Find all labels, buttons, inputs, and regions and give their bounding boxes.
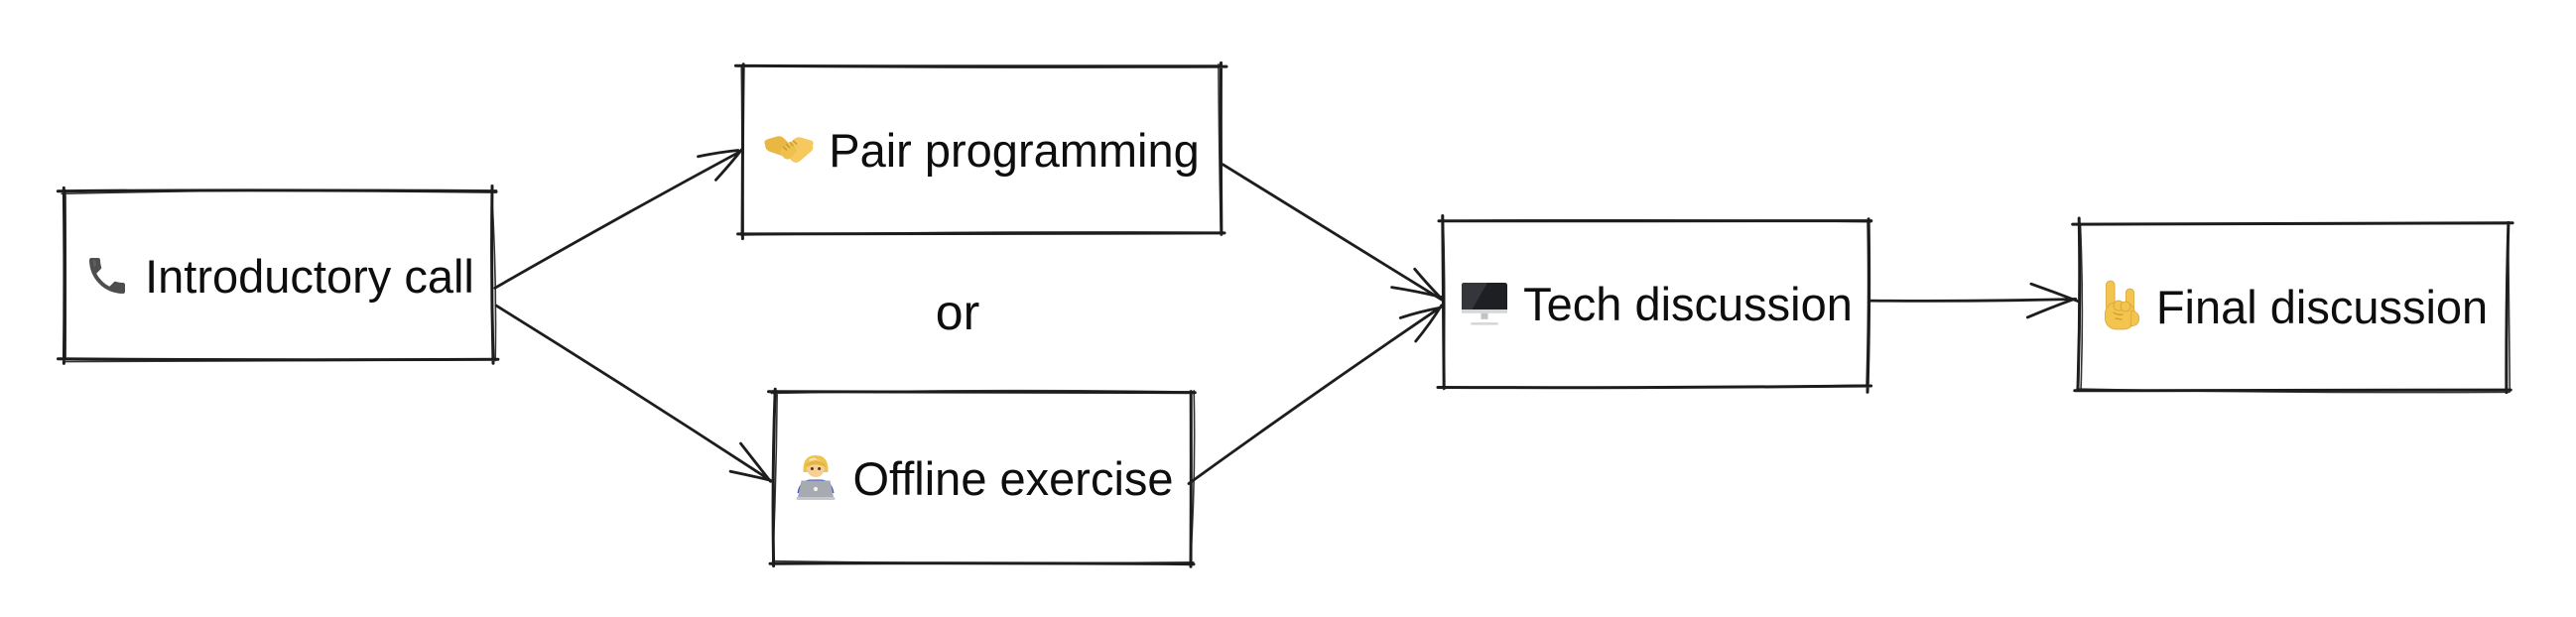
sign-of-horns-icon [2099,280,2142,335]
node-label: Introductory call [145,249,474,303]
technologist-icon [793,453,838,503]
node-label: Final discussion [2155,281,2489,333]
node-introductory-call[interactable]: Introductory call [64,191,493,360]
desktop-computer-icon [1460,281,1509,326]
phone-receiver-icon [83,252,131,300]
node-label: Offline exercise [852,451,1174,505]
node-final-discussion[interactable]: Final discussion [2079,224,2508,390]
handshake-icon [763,129,815,171]
node-label: Tech discussion [1523,277,1853,330]
node-pair-programming[interactable]: Pair programming [742,66,1221,233]
node-tech-discussion[interactable]: Tech discussion [1444,220,1868,387]
or-connector-label: or [935,285,980,340]
node-offline-exercise[interactable]: Offline exercise [775,393,1192,563]
node-label: Pair programming [829,123,1200,177]
